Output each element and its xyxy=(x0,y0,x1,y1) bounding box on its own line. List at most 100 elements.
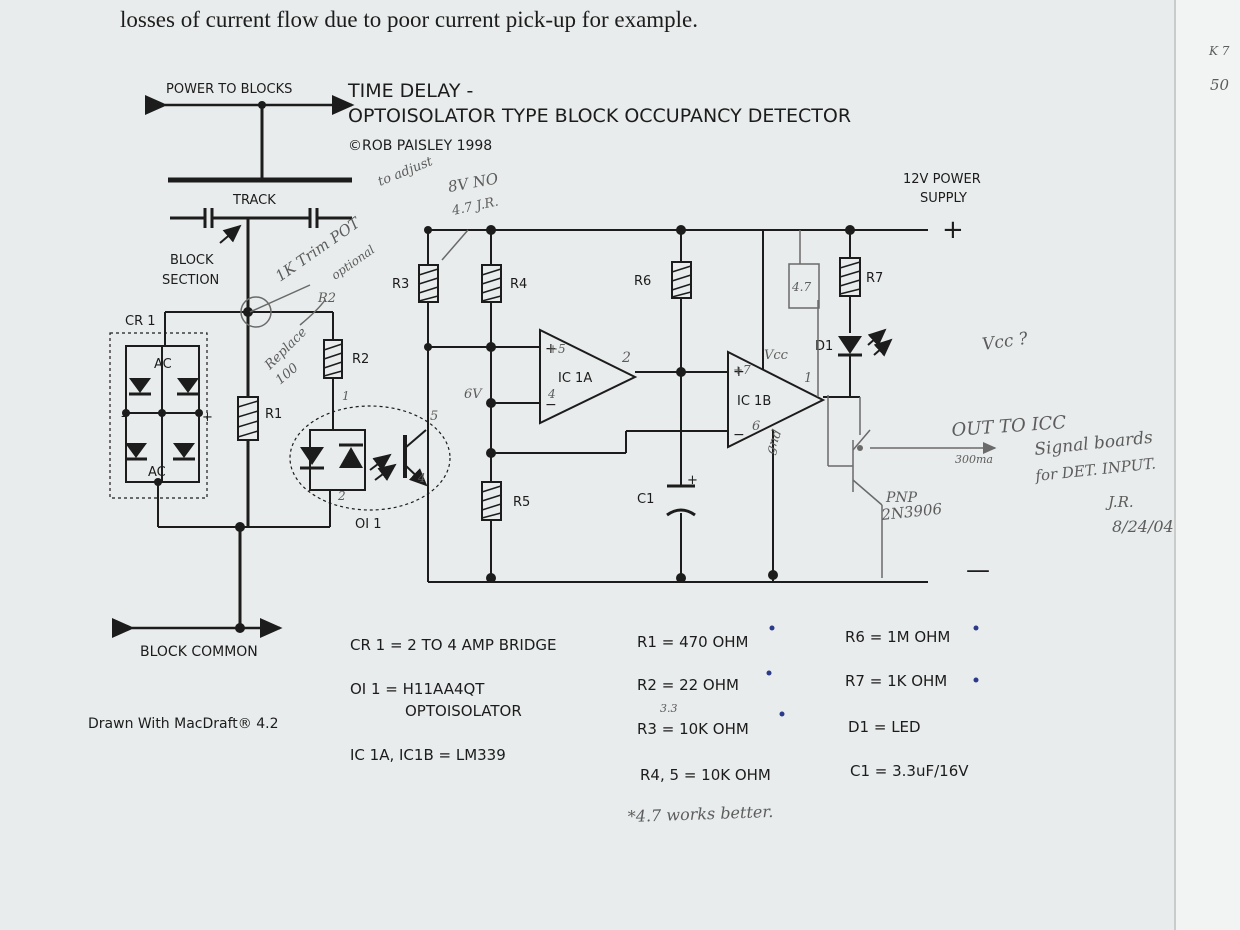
note-jr: J.R. xyxy=(1105,493,1134,511)
node-gnd-r5 xyxy=(486,573,496,583)
header-text: losses of current flow due to poor curre… xyxy=(120,7,698,32)
ic1b-label: IC 1B xyxy=(737,394,771,409)
block-section-label-1: BLOCK xyxy=(170,253,214,268)
track-node xyxy=(258,101,266,109)
node-gnd-c1 xyxy=(676,573,686,583)
resistor-r4 xyxy=(481,264,502,303)
ic1a-plus: + xyxy=(545,341,557,357)
dot-r2 xyxy=(766,670,772,676)
title-line2: OPTOISOLATOR TYPE BLOCK OCCUPANCY DETECT… xyxy=(348,105,851,127)
r7-label: R7 xyxy=(866,271,883,286)
supply-label-2: SUPPLY xyxy=(920,191,967,206)
comparator-ic1b xyxy=(727,350,826,449)
part-ic: IC 1A, IC1B = LM339 xyxy=(350,746,506,764)
resistor-r5 xyxy=(481,481,502,521)
node-gnd-ic xyxy=(768,570,778,580)
ic1a-minus: − xyxy=(545,397,557,413)
optoisolator xyxy=(289,405,451,511)
part-r2: R2 = 22 OHM xyxy=(637,676,739,694)
note-pnp: PNP xyxy=(885,490,918,506)
node-r4-low xyxy=(486,448,496,458)
note-margin1: K 7 xyxy=(1208,44,1230,58)
r3-label: R3 xyxy=(392,277,409,292)
page-edge-shadow xyxy=(1175,0,1240,930)
part-r6: R6 = 1M OHM xyxy=(845,628,950,646)
part-c1: C1 = 3.3uF/16V xyxy=(850,762,969,780)
c1-plus: + xyxy=(687,473,698,488)
node-r4-mid xyxy=(486,342,496,352)
ic1b-plus: + xyxy=(733,364,745,380)
ac-bottom-label: AC xyxy=(148,465,166,480)
part-drawn: Drawn With MacDraft® 4.2 xyxy=(88,716,278,732)
output-node xyxy=(857,445,863,451)
part-r1: R1 = 470 OHM xyxy=(637,633,749,651)
pencil-circle xyxy=(240,296,272,328)
resistor-r3 xyxy=(418,264,439,303)
node-r3-mid xyxy=(424,343,432,351)
part-d1: D1 = LED xyxy=(848,718,921,736)
part-r45: R4, 5 = 10K OHM xyxy=(640,766,771,784)
pencil-additions xyxy=(249,229,997,578)
note-r3-value: 3.3 xyxy=(660,702,678,715)
node-r6-top xyxy=(676,225,686,235)
note-pin1: 1 xyxy=(804,371,812,386)
note-pot-box: 4.7 xyxy=(791,280,811,294)
supply-label-1: 12V POWER xyxy=(903,172,981,187)
dot-r7 xyxy=(973,677,979,683)
oi1-label: OI 1 xyxy=(355,517,381,532)
note-vcc: Vcc xyxy=(764,348,789,363)
note-pin6: 6 xyxy=(752,419,760,434)
note-pin4: 4 xyxy=(547,387,556,401)
note-oi-2: 2 xyxy=(337,489,346,503)
note-pin7: +7 xyxy=(733,363,751,377)
part-oi1: OI 1 = H11AA4QT xyxy=(350,680,485,698)
led-d1 xyxy=(838,328,893,357)
bridge-minus-label: - xyxy=(121,409,126,424)
block-common-label: BLOCK COMMON xyxy=(140,644,258,660)
track-label: TRACK xyxy=(232,193,276,208)
supply-plus: + xyxy=(942,215,964,245)
resistor-r7 xyxy=(839,257,861,297)
dot-r6 xyxy=(973,625,979,631)
dot-r3 xyxy=(779,711,785,717)
dot-r1 xyxy=(769,625,775,631)
supply-minus: — xyxy=(966,556,990,584)
r1-label: R1 xyxy=(265,407,282,422)
note-pin2: 2 xyxy=(621,350,631,366)
ic1a-label: IC 1A xyxy=(558,371,592,386)
note-ma: 300ma xyxy=(955,453,993,466)
note-oi-1: 1 xyxy=(342,389,350,403)
note-oi-4: 4 xyxy=(417,471,426,485)
node-r7-top xyxy=(845,225,855,235)
bridge-rectifier xyxy=(109,332,208,499)
capacitor-c1 xyxy=(666,484,696,517)
node-r3-top xyxy=(424,226,432,234)
note-pin5: +5 xyxy=(548,342,566,356)
note-date: 8/24/04 xyxy=(1112,517,1174,536)
resistor-r2 xyxy=(323,339,343,379)
c1-label: C1 xyxy=(637,492,654,507)
r4-label: R4 xyxy=(510,277,527,292)
part-r3: R3 = 10K OHM xyxy=(637,720,749,738)
copyright: ©ROB PAISLEY 1998 xyxy=(348,138,492,154)
common-bottom-node xyxy=(235,623,245,633)
part-r7: R7 = 1K OHM xyxy=(845,672,947,690)
resistor-r6 xyxy=(671,261,692,299)
title-line1: TIME DELAY - xyxy=(347,80,473,102)
block-section-label-2: SECTION xyxy=(162,273,219,288)
cr1-label: CR 1 xyxy=(125,314,156,329)
comparator-ic1a xyxy=(539,328,638,425)
node-c1-top xyxy=(676,367,686,377)
d1-label: D1 xyxy=(815,339,833,354)
node-r4-6v xyxy=(486,398,496,408)
note-r2: R2 xyxy=(317,291,336,306)
power-to-blocks-label: POWER TO BLOCKS xyxy=(166,82,292,97)
r5-label: R5 xyxy=(513,495,530,510)
note-oi-5: 5 xyxy=(430,409,438,424)
r2-label: R2 xyxy=(352,352,369,367)
common-node xyxy=(235,522,245,532)
ac-top-label: AC xyxy=(154,357,172,372)
note-margin2: 50 xyxy=(1210,76,1230,94)
r1-top-node xyxy=(243,307,253,317)
